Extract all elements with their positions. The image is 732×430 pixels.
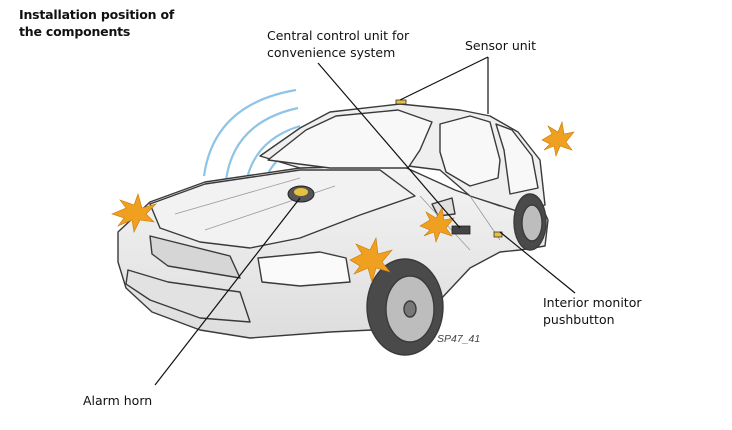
central-control-unit-line-1: Central control unit for xyxy=(267,28,410,43)
control-unit-marker xyxy=(451,225,471,235)
central-control-unit-line-2: convenience system xyxy=(267,45,396,60)
diagram-title: Installation position of the components xyxy=(19,6,174,40)
figure-code: SP47_41 xyxy=(437,333,481,345)
interior-pushbutton-marker xyxy=(493,231,503,238)
alarm-horn-label: Alarm horn xyxy=(83,393,153,408)
sensor-unit-label: Sensor unit xyxy=(465,38,537,53)
interior-monitor-pushbutton-label: Interior monitor pushbutton xyxy=(543,294,641,328)
title-line-1: Installation position of xyxy=(19,7,175,22)
interior-monitor-line-2: pushbutton xyxy=(543,312,615,327)
alarm-horn-marker xyxy=(287,185,315,203)
warning-flashes xyxy=(111,120,575,284)
car-body xyxy=(117,103,549,356)
central-control-unit-label: Central control unit for convenience sys… xyxy=(267,27,409,61)
leader-lines xyxy=(154,56,576,386)
title-line-2: the components xyxy=(19,24,131,39)
interior-monitor-line-1: Interior monitor xyxy=(543,295,642,310)
sensor-unit-marker xyxy=(395,99,407,105)
